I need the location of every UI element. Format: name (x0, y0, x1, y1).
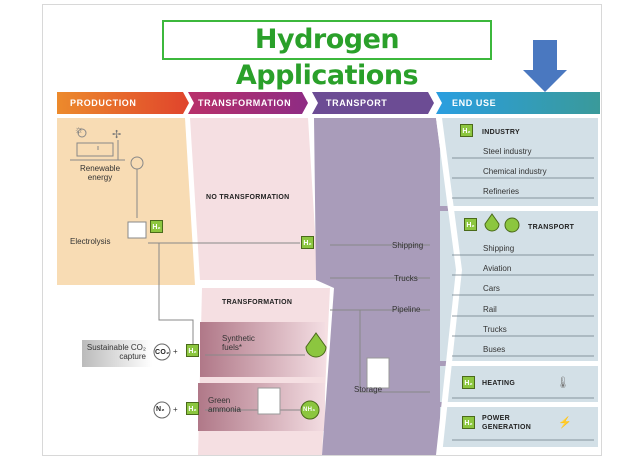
no-transformation-label: NO TRANSFORMATION (206, 194, 290, 201)
plus-sign: + (173, 405, 178, 414)
industry-title: INDUSTRY (482, 129, 520, 136)
nh3-label: NH₃ (303, 407, 316, 413)
end-use-transport-bg (440, 211, 598, 361)
header-transport (312, 92, 434, 114)
thermometer-icon: 🌡 (556, 377, 570, 389)
header-end-use (436, 92, 600, 114)
h2-icon: H₂ (464, 218, 477, 231)
h2-icon: H₂ (301, 236, 314, 249)
end-use-item: Cars (483, 284, 500, 293)
transport-storage: Storage (354, 385, 383, 394)
co2-icon (153, 343, 171, 361)
h2-icon: H₂ (186, 402, 199, 415)
plus-sign: + (173, 347, 178, 356)
h2-icon: H₂ (460, 124, 473, 137)
transport-shipping: Shipping (392, 241, 424, 250)
end-use-chevron (436, 118, 462, 455)
green-ammonia-label: Green ammonia (208, 396, 241, 414)
end-use-item: Buses (483, 345, 506, 354)
h2-icon: H₂ (462, 416, 475, 429)
n2-label: N₂ (156, 406, 165, 413)
sun-icon: ☼ (74, 124, 85, 136)
slide-frame (42, 4, 602, 456)
factory-icon (257, 387, 281, 415)
header-production-label: PRODUCTION (70, 98, 137, 108)
no-transformation-area (190, 118, 318, 280)
transport-pipeline: Pipeline (392, 305, 421, 314)
end-use-item: Steel industry (483, 147, 532, 156)
h2-icon: H₂ (186, 344, 199, 357)
storage-tank-icon (366, 357, 390, 389)
synthetic-fuels-band (200, 322, 325, 377)
page-title: Hydrogen Applications (162, 20, 492, 91)
drop-icon (484, 213, 500, 232)
co2-capture-box (82, 340, 152, 367)
transport-title: TRANSPORT (528, 224, 575, 231)
header-production (57, 92, 189, 114)
transport-area (314, 118, 456, 455)
header-transformation (188, 92, 308, 114)
end-use-item: Shipping (483, 244, 515, 253)
transformation-label: TRANSFORMATION (222, 299, 293, 306)
header-transport-label: TRANSPORT (326, 98, 388, 108)
synthetic-fuel-drop-icon (305, 332, 327, 358)
n2-icon (153, 401, 171, 419)
synthetic-fuels-label: Synthetic fuels* (222, 334, 255, 352)
power-generation-title: POWER GENERATION (482, 415, 532, 431)
end-use-item: Refineries (483, 187, 520, 196)
header-transformation-label: TRANSFORMATION (198, 98, 292, 108)
blue-down-arrow (523, 40, 567, 92)
transport-trucks: Trucks (394, 274, 418, 283)
power-icon: ⚡ (558, 417, 572, 429)
nh3-small-icon (504, 217, 520, 233)
nh3-icon (300, 400, 320, 420)
heating-title: HEATING (482, 380, 516, 387)
wind-turbine-icon: ✢ (112, 129, 122, 141)
end-use-item: Rail (483, 305, 497, 314)
end-use-item: Trucks (483, 325, 507, 334)
h2-icon: H₂ (462, 376, 475, 389)
co2-capture-label: Sustainable CO₂ capture (86, 343, 146, 361)
h2-icon: H₂ (150, 220, 163, 233)
co2-label: CO₂ (155, 349, 170, 356)
end-use-item: Chemical industry (483, 167, 547, 176)
electrolysis-label: Electrolysis (70, 237, 111, 246)
end-use-item: Aviation (483, 264, 512, 273)
renewable-energy-label: Renewable energy (79, 164, 121, 182)
header-end-use-label: END USE (452, 98, 497, 108)
